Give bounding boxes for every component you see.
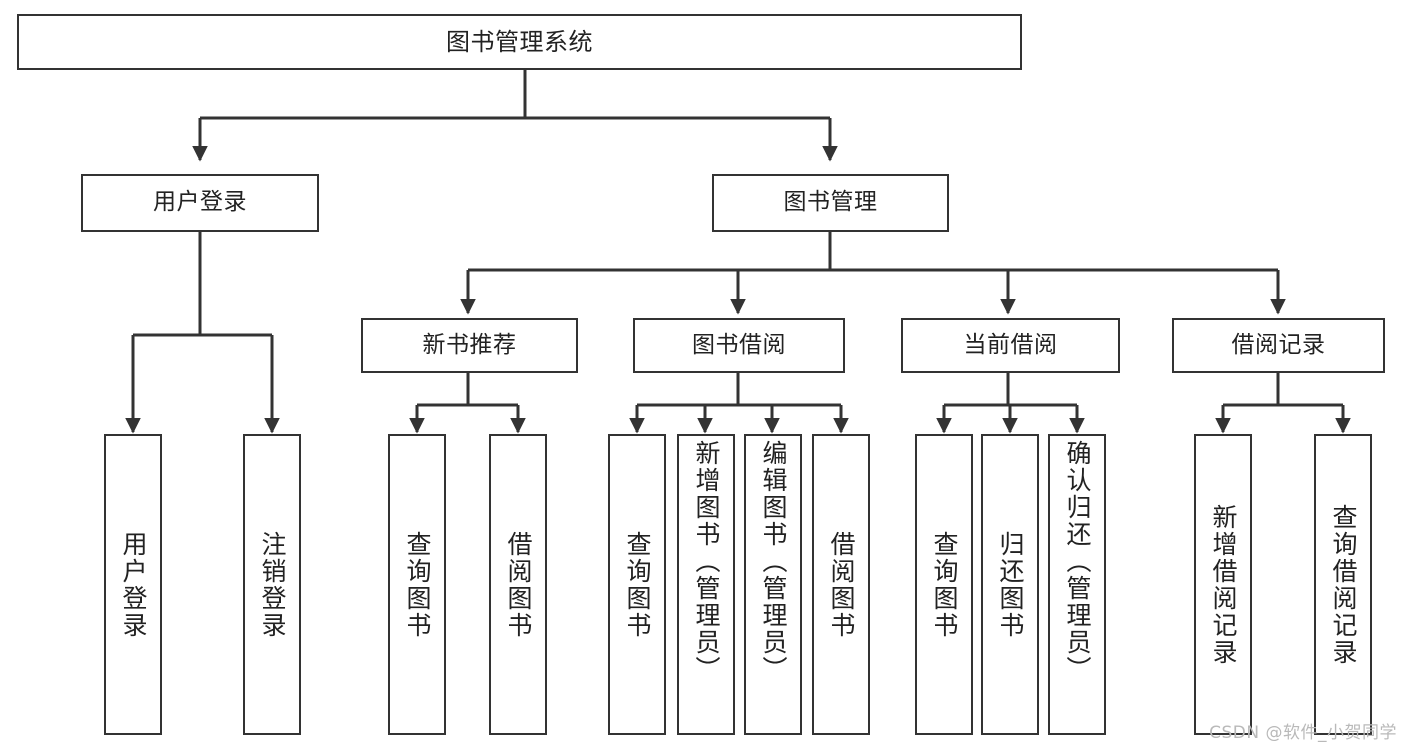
node-new-book-recommend[interactable]: 新书推荐 <box>361 318 578 373</box>
node-label: 新增借阅记录 <box>1209 503 1238 666</box>
node-book-management[interactable]: 图书管理 <box>712 174 949 232</box>
node-label: 查询借阅记录 <box>1329 503 1358 666</box>
node-leaf-confirm-return[interactable]: 确认归还（管理员） <box>1048 434 1106 735</box>
node-label: 查询图书 <box>623 530 652 639</box>
node-leaf-borrow-book-2[interactable]: 借阅图书 <box>812 434 870 735</box>
node-leaf-query-borrow-record[interactable]: 查询借阅记录 <box>1314 434 1372 735</box>
node-label: 当前借阅 <box>963 331 1058 358</box>
node-label: 查询图书 <box>930 530 959 639</box>
node-leaf-borrow-book-1[interactable]: 借阅图书 <box>489 434 547 735</box>
watermark-text: CSDN @软件_小贺同学 <box>1209 723 1397 743</box>
node-leaf-query-book-2[interactable]: 查询图书 <box>608 434 666 735</box>
node-label: 借阅图书 <box>827 530 856 639</box>
node-label: 借阅图书 <box>504 530 533 639</box>
node-borrow-record[interactable]: 借阅记录 <box>1172 318 1385 373</box>
node-label: 用户登录 <box>153 189 247 216</box>
node-leaf-logout-login[interactable]: 注销登录 <box>243 434 301 735</box>
node-label: 用户登录 <box>119 530 148 639</box>
node-label: 确认归还（管理员） <box>1063 440 1092 683</box>
node-leaf-query-book-3[interactable]: 查询图书 <box>915 434 973 735</box>
node-leaf-user-login[interactable]: 用户登录 <box>104 434 162 735</box>
node-label: 新增图书（管理员） <box>692 440 721 683</box>
node-leaf-query-book-1[interactable]: 查询图书 <box>388 434 446 735</box>
node-book-borrow[interactable]: 图书借阅 <box>633 318 845 373</box>
node-label: 借阅记录 <box>1231 331 1326 358</box>
node-current-borrow[interactable]: 当前借阅 <box>901 318 1120 373</box>
node-label: 图书管理 <box>783 189 878 216</box>
node-label: 图书管理系统 <box>446 27 593 56</box>
node-label: 编辑图书（管理员） <box>759 440 788 683</box>
node-root-system[interactable]: 图书管理系统 <box>17 14 1022 70</box>
node-leaf-return-book[interactable]: 归还图书 <box>981 434 1039 735</box>
node-label: 查询图书 <box>403 530 432 639</box>
node-label: 归还图书 <box>996 530 1025 639</box>
node-leaf-add-book[interactable]: 新增图书（管理员） <box>677 434 735 735</box>
node-user-login[interactable]: 用户登录 <box>81 174 319 232</box>
node-leaf-add-borrow-record[interactable]: 新增借阅记录 <box>1194 434 1252 735</box>
node-label: 新书推荐 <box>422 331 517 358</box>
node-label: 注销登录 <box>258 530 287 639</box>
node-label: 图书借阅 <box>692 331 786 358</box>
node-leaf-edit-book[interactable]: 编辑图书（管理员） <box>744 434 802 735</box>
